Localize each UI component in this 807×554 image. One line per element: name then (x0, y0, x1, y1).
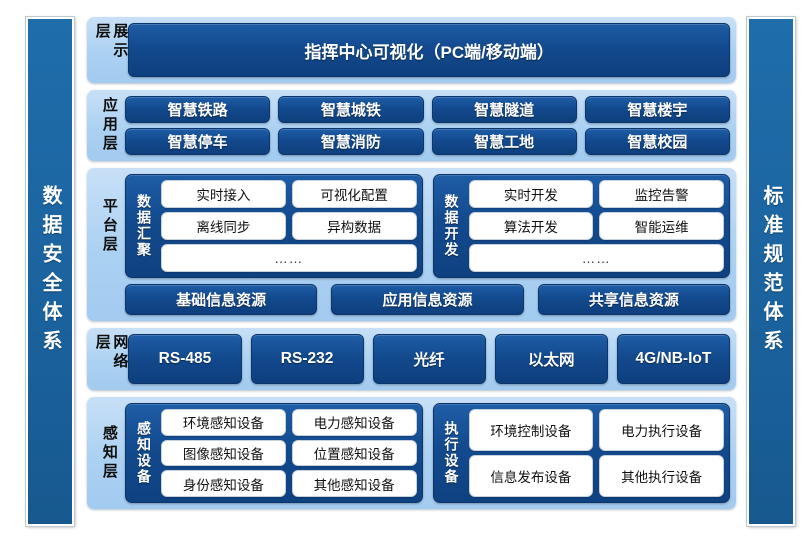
group-data-development-items: 实时开发 监控告警 算法开发 智能运维 …… (468, 180, 724, 272)
group-sensing-devices: 感知设备 环境感知设备 电力感知设备 图像感知设备 位置感知设备 身份感知设备 … (125, 403, 423, 503)
layer-network-label-wrap: 网络层 (93, 334, 129, 384)
app-box-smart-railway[interactable]: 智慧铁路 (125, 96, 271, 123)
app-box-smart-building[interactable]: 智慧楼宇 (584, 96, 730, 123)
group-actuator-devices-title: 执行设备 (443, 421, 460, 485)
app-box-smart-site[interactable]: 智慧工地 (431, 128, 577, 155)
layer-application: 应用层 智慧铁路 智慧城铁 智慧隧道 智慧楼宇 智慧停车 智慧消防 智慧工地 智… (87, 90, 736, 161)
layer-perception: 感知层 感知设备 环境感知设备 电力感知设备 图像感知设备 位置感知设备 身份感… (87, 397, 736, 509)
layer-platform: 平台层 数据汇聚 实时接入 可视化配置 离线同步 异构数据 …… (87, 168, 736, 321)
resource-basic-info[interactable]: 基础信息资源 (125, 284, 318, 315)
application-grid: 智慧铁路 智慧城铁 智慧隧道 智慧楼宇 智慧停车 智慧消防 智慧工地 智慧校园 (125, 96, 730, 155)
platform-top-row: 平台层 数据汇聚 实时接入 可视化配置 离线同步 异构数据 …… (93, 174, 730, 278)
resource-app-info[interactable]: 应用信息资源 (331, 284, 524, 315)
item-realtime-ingest[interactable]: 实时接入 (161, 180, 286, 208)
exec-info-release-device[interactable]: 信息发布设备 (468, 455, 594, 497)
net-box-rs232[interactable]: RS-232 (250, 334, 364, 384)
group-data-aggregation: 数据汇聚 实时接入 可视化配置 离线同步 异构数据 …… (125, 174, 423, 278)
sense-location-device[interactable]: 位置感知设备 (291, 439, 417, 467)
app-box-smart-metro[interactable]: 智慧城铁 (278, 96, 424, 123)
layer-network-label: 网络层 (93, 334, 129, 372)
group-data-development: 数据开发 实时开发 监控告警 算法开发 智能运维 …… (432, 174, 730, 278)
layer-platform-label: 平台层 (100, 197, 118, 255)
group-sensing-devices-title-wrap: 感知设备 (131, 409, 157, 497)
item-aggregation-more[interactable]: …… (161, 244, 417, 272)
app-box-smart-parking[interactable]: 智慧停车 (125, 128, 271, 155)
group-actuator-devices-title-wrap: 执行设备 (439, 409, 465, 497)
resource-shared-info[interactable]: 共享信息资源 (537, 284, 730, 315)
group-actuator-devices-items: 环境控制设备 电力执行设备 信息发布设备 其他执行设备 (468, 409, 724, 497)
layer-perception-label: 感知层 (100, 424, 118, 482)
group-data-development-title-wrap: 数据开发 (439, 180, 465, 272)
item-development-more[interactable]: …… (468, 244, 724, 272)
display-box-command-center[interactable]: 指挥中心可视化（PC端/移动端） (128, 23, 730, 77)
layer-stack: 展示层 指挥中心可视化（PC端/移动端） 应用层 智慧铁路 智慧城铁 智慧隧道 … (87, 17, 736, 526)
net-box-4g-nbiot[interactable]: 4G/NB-IoT (616, 334, 730, 384)
app-box-smart-fire[interactable]: 智慧消防 (278, 128, 424, 155)
layer-network-body: RS-485 RS-232 光纤 以太网 4G/NB-IoT (128, 334, 730, 384)
exec-env-control-device[interactable]: 环境控制设备 (468, 409, 594, 451)
exec-other-device[interactable]: 其他执行设备 (599, 455, 724, 497)
layer-perception-label-wrap: 感知层 (93, 403, 125, 503)
pillar-data-security: 数据安全体系 (26, 17, 74, 526)
net-box-rs485[interactable]: RS-485 (128, 334, 242, 384)
group-data-aggregation-title-wrap: 数据汇聚 (131, 180, 157, 272)
group-sensing-devices-items: 环境感知设备 电力感知设备 图像感知设备 位置感知设备 身份感知设备 其他感知设… (161, 409, 417, 497)
exec-power-device[interactable]: 电力执行设备 (599, 409, 724, 451)
item-visual-config[interactable]: 可视化配置 (291, 180, 417, 208)
item-realtime-dev[interactable]: 实时开发 (468, 180, 594, 208)
sense-image-device[interactable]: 图像感知设备 (161, 439, 286, 467)
sense-other-device[interactable]: 其他感知设备 (291, 470, 417, 497)
net-box-fiber[interactable]: 光纤 (372, 334, 486, 384)
layer-display: 展示层 指挥中心可视化（PC端/移动端） (87, 17, 736, 83)
item-offline-sync[interactable]: 离线同步 (161, 212, 286, 240)
pillar-standards: 标准规范体系 (747, 17, 795, 526)
group-sensing-devices-title: 感知设备 (136, 421, 152, 485)
layer-application-label: 应用层 (100, 97, 118, 154)
layer-application-label-wrap: 应用层 (93, 96, 125, 155)
item-algorithm-dev[interactable]: 算法开发 (468, 212, 594, 240)
layer-display-label: 展示层 (93, 23, 129, 61)
item-smart-ops[interactable]: 智能运维 (599, 212, 724, 240)
network-grid: RS-485 RS-232 光纤 以太网 4G/NB-IoT (128, 334, 730, 384)
sense-power-device[interactable]: 电力感知设备 (291, 409, 417, 436)
platform-resources-row: 基础信息资源 应用信息资源 共享信息资源 (93, 284, 730, 315)
sense-env-device[interactable]: 环境感知设备 (161, 409, 286, 436)
layer-display-label-wrap: 展示层 (93, 23, 129, 77)
layer-perception-body: 感知设备 环境感知设备 电力感知设备 图像感知设备 位置感知设备 身份感知设备 … (125, 403, 730, 503)
perception-groups: 感知设备 环境感知设备 电力感知设备 图像感知设备 位置感知设备 身份感知设备 … (125, 403, 730, 503)
group-data-development-title: 数据开发 (443, 194, 460, 258)
net-box-ethernet[interactable]: 以太网 (494, 334, 608, 384)
layer-application-body: 智慧铁路 智慧城铁 智慧隧道 智慧楼宇 智慧停车 智慧消防 智慧工地 智慧校园 (125, 96, 730, 155)
group-actuator-devices: 执行设备 环境控制设备 电力执行设备 信息发布设备 其他执行设备 (432, 403, 730, 503)
item-monitor-alarm[interactable]: 监控告警 (599, 180, 724, 208)
sense-identity-device[interactable]: 身份感知设备 (161, 470, 286, 497)
app-box-smart-campus[interactable]: 智慧校园 (584, 128, 730, 155)
group-data-aggregation-items: 实时接入 可视化配置 离线同步 异构数据 …… (161, 180, 417, 272)
group-data-aggregation-title: 数据汇聚 (136, 194, 152, 258)
layer-platform-label-wrap: 平台层 (93, 174, 125, 278)
platform-groups: 数据汇聚 实时接入 可视化配置 离线同步 异构数据 …… 数据开发 (125, 174, 730, 278)
app-box-smart-tunnel[interactable]: 智慧隧道 (431, 96, 577, 123)
pillar-right-label: 标准规范体系 (760, 184, 782, 359)
layer-display-body: 指挥中心可视化（PC端/移动端） (128, 23, 730, 77)
item-heterogeneous-data[interactable]: 异构数据 (291, 212, 417, 240)
layer-network: 网络层 RS-485 RS-232 光纤 以太网 4G/NB-IoT (87, 328, 736, 390)
pillar-left-label: 数据安全体系 (39, 184, 61, 359)
